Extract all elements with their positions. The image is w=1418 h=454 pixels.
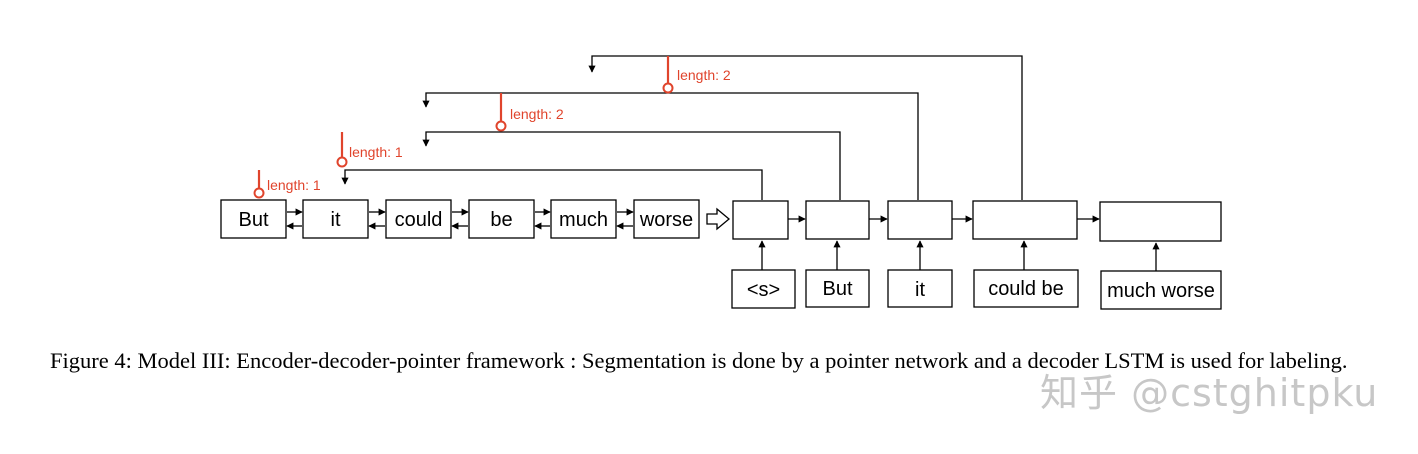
pointer-marker-0: length: 1 (253, 170, 321, 199)
pointer-lines (341, 55, 1023, 200)
pointer-label: length: 2 (677, 67, 731, 83)
pointer-line-0 (341, 169, 763, 200)
decoder-inputs: <s> But it could be much worse (731, 240, 1222, 310)
pointer-marker-2: length: 2 (495, 93, 564, 132)
encoder-decoder-pointer-diagram: But it could be much worse (220, 55, 1222, 310)
decoder-input-label: it (915, 279, 925, 301)
decoder-input-box (1100, 270, 1222, 310)
encoder-cell-5 (633, 199, 700, 239)
decoder-cell-3 (972, 200, 1078, 240)
pointer-label: length: 1 (267, 177, 321, 193)
decoder-cell-0 (732, 200, 789, 240)
decoder (732, 200, 1222, 242)
figure-caption: Figure 4: Model III: Encoder-decoder-poi… (50, 348, 1348, 373)
encoder-word: be (490, 209, 512, 231)
encoder-cell-0 (220, 199, 287, 239)
decoder-input-label: But (822, 278, 852, 300)
encoder-word: it (331, 209, 341, 231)
encoder-cell-4 (550, 199, 617, 239)
decoder-input-box (805, 269, 870, 308)
encoder-word: could (395, 209, 443, 231)
pointer-line-3 (588, 55, 1023, 200)
decoder-cell-4 (1099, 201, 1222, 242)
pointer-markers: length: 1 length: 1 length: 2 length: 2 (253, 56, 731, 199)
pointer-label: length: 1 (349, 144, 403, 160)
encoder-cell-3 (468, 199, 535, 239)
decoder-cell-2 (887, 200, 953, 240)
decoder-input-label: could be (988, 278, 1064, 300)
decoder-input-label: <s> (747, 279, 780, 301)
encoder-word: worse (639, 209, 693, 231)
decoder-input-label: much worse (1107, 280, 1215, 302)
pointer-label: length: 2 (510, 106, 564, 122)
decoder-input-box (973, 269, 1079, 308)
decoder-input-box (731, 269, 796, 309)
bidirectional-arrows (286, 208, 634, 230)
decoder-cell-1 (805, 200, 870, 240)
pointer-marker-3: length: 2 (662, 56, 731, 94)
decoder-input-box (887, 269, 953, 308)
pointer-marker-1: length: 1 (336, 132, 403, 168)
hollow-arrow-icon (706, 207, 731, 231)
watermark: 知乎 @cstghitpku (1040, 371, 1379, 415)
encoder-word: much (559, 209, 608, 231)
pointer-line-1 (422, 131, 841, 200)
encoder-cell-2 (385, 199, 452, 239)
encoder-cell-1 (302, 199, 369, 239)
pointer-line-2 (422, 92, 919, 200)
encoder-word: But (238, 209, 268, 231)
encoder: But it could be much worse (220, 199, 700, 239)
